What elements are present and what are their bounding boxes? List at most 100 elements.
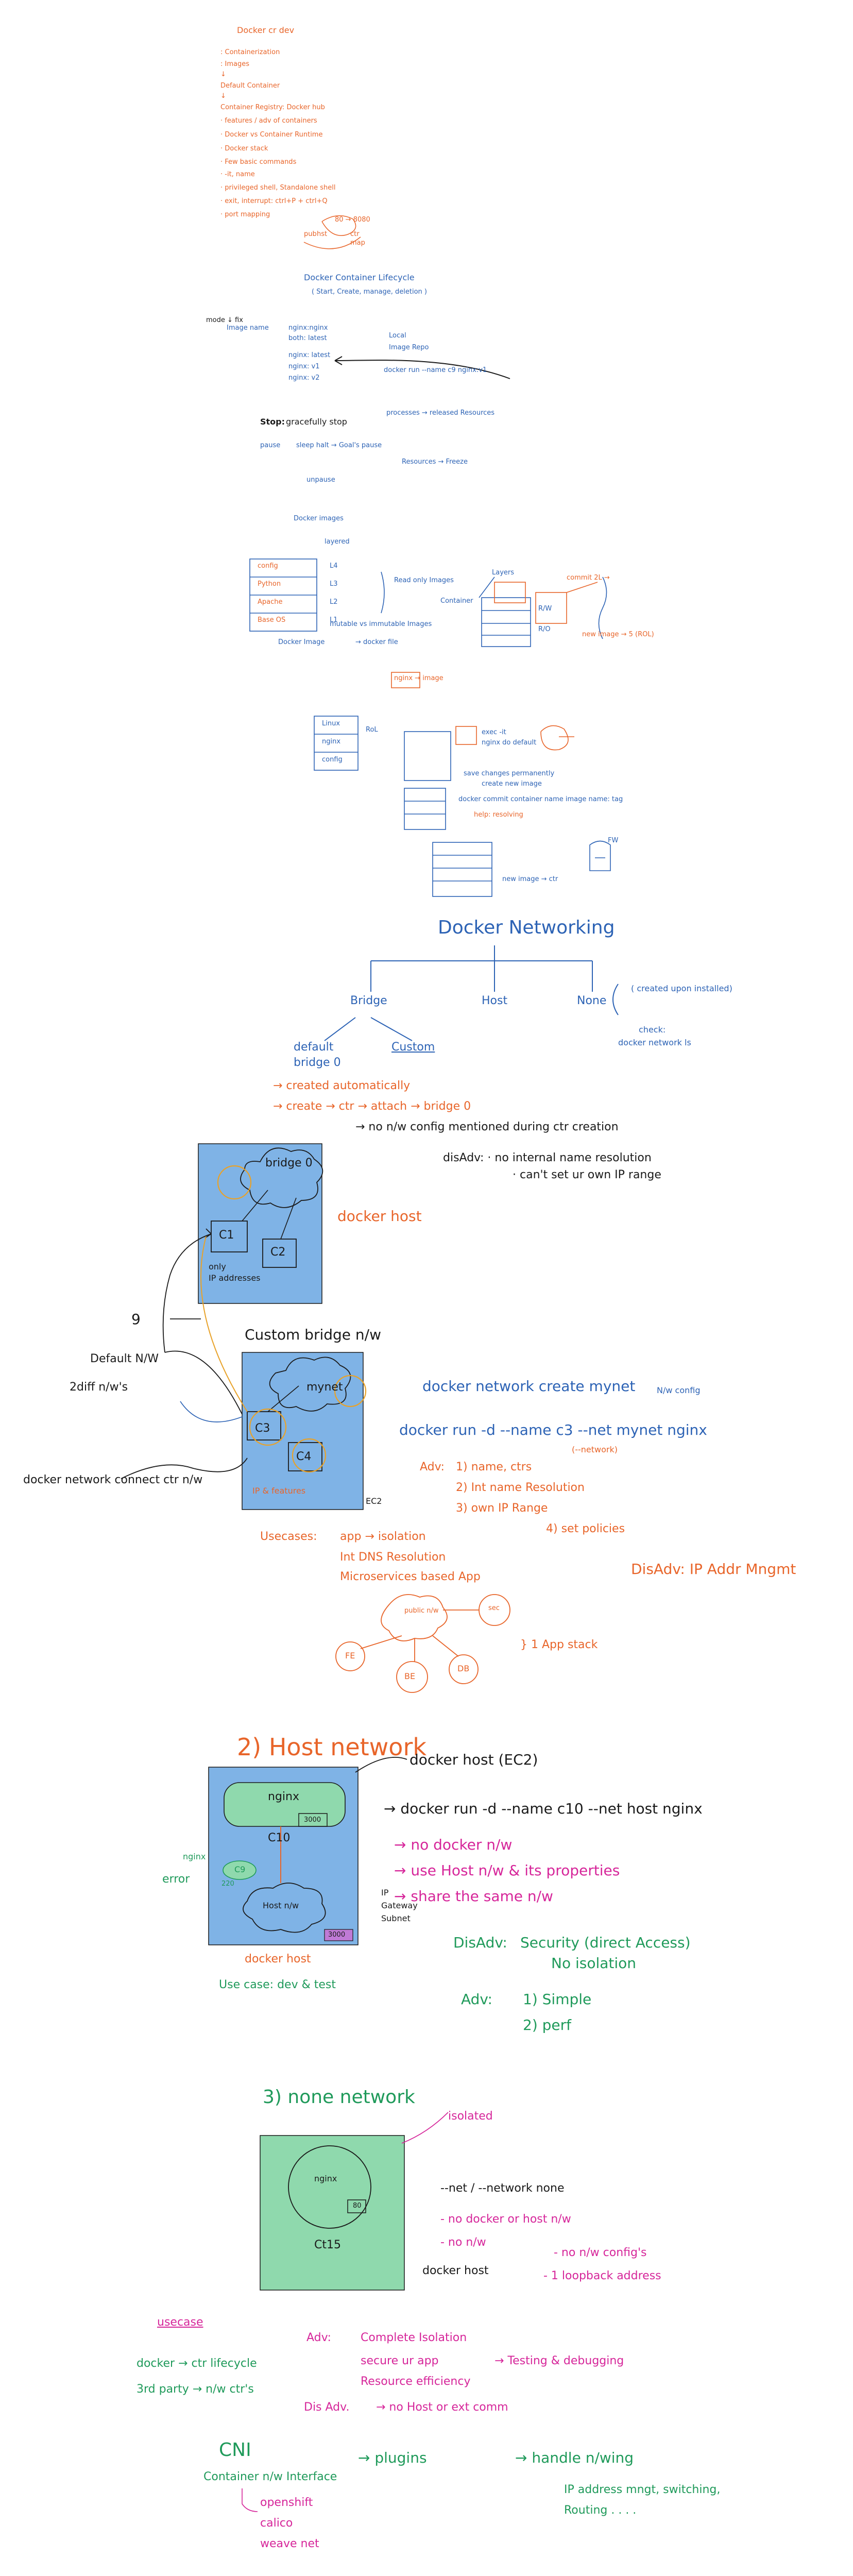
host-docker-host: docker host (EC2) bbox=[410, 1751, 538, 1768]
networking-tree bbox=[324, 945, 619, 1041]
run-net-command: docker run -d --name c3 --net mynet ngin… bbox=[399, 1421, 707, 1438]
docker-host-label: docker host bbox=[337, 1208, 422, 1225]
lifecycle-arrow bbox=[334, 356, 510, 379]
none-adv-item: Resource efficiency bbox=[361, 2375, 471, 2388]
image-tag: both: latest bbox=[288, 334, 327, 342]
none-loopback: - 1 loopback address bbox=[543, 2269, 661, 2282]
none-option: --net / --network none bbox=[440, 2182, 565, 2195]
cni-details: IP address mngt, switching, bbox=[564, 2483, 721, 2496]
list-item: ↓ bbox=[220, 71, 226, 78]
none-network-title: 3) none network bbox=[263, 2087, 415, 2108]
mapping-label: map bbox=[350, 239, 365, 247]
none-nginx: nginx bbox=[314, 2174, 337, 2183]
host-point: → use Host n/w & its properties bbox=[394, 1862, 620, 1879]
list-item: · privileged shell, Standalone shell bbox=[220, 184, 336, 192]
none-usecase-item: 3rd party → n/w ctr's bbox=[137, 2383, 254, 2396]
list-item: Container Registry: Docker hub bbox=[220, 104, 325, 111]
gracefully-label: gracefully stop bbox=[286, 417, 347, 427]
mapping-label: 80 → 8080 bbox=[335, 216, 370, 224]
mapping-label: ctr bbox=[350, 230, 360, 238]
rol-label: RoL bbox=[366, 726, 378, 734]
cni-plugins: → plugins bbox=[358, 2449, 427, 2466]
list-item: ↓ bbox=[220, 92, 226, 100]
nginx-image-label: nginx → image bbox=[394, 674, 443, 682]
read-only-label: Read only Images bbox=[394, 577, 454, 584]
port-220: 220 bbox=[221, 1880, 234, 1888]
none-arrow bbox=[401, 2112, 449, 2144]
cni-handle: → handle n/wing bbox=[515, 2449, 634, 2466]
host-adv-item: 1) Simple bbox=[523, 1991, 592, 2008]
ec2-label: EC2 bbox=[366, 1496, 382, 1506]
default-nw-label: Default N/W bbox=[90, 1352, 159, 1365]
host-run-command: → docker run -d --name c10 --net host ng… bbox=[384, 1800, 703, 1817]
host-adv-item: 2) perf bbox=[523, 2016, 572, 2033]
network-connect-arrows bbox=[121, 1228, 248, 1479]
rw-label: R/W bbox=[538, 605, 552, 613]
container-c10: C10 bbox=[268, 1832, 291, 1844]
fw-label: FW bbox=[608, 837, 619, 844]
none-network-box bbox=[260, 2135, 405, 2291]
custom-label: Custom bbox=[391, 1041, 435, 1054]
disadv-ip: DisAdv: IP Addr Mngmt bbox=[631, 1561, 796, 1578]
container-stack bbox=[314, 716, 611, 897]
host-disadv-label: DisAdv: bbox=[453, 1934, 507, 1951]
mapping-label: pub bbox=[304, 230, 317, 238]
host-nginx: nginx bbox=[268, 1790, 299, 1803]
ip-label: IP bbox=[381, 1888, 389, 1897]
image-name-label: Image name bbox=[227, 324, 269, 332]
nginx-default-label: nginx do default bbox=[482, 739, 537, 747]
bridge0-host-box bbox=[198, 1143, 323, 1304]
create-network-command: docker network create mynet bbox=[422, 1378, 636, 1395]
subnet-label: Subnet bbox=[381, 1913, 411, 1923]
lifecycle-title: Docker Container Lifecycle bbox=[304, 273, 415, 282]
mynet-label: mynet bbox=[306, 1381, 343, 1394]
none-point: - no n/w bbox=[440, 2236, 486, 2249]
none-adv-item: secure ur app bbox=[361, 2354, 439, 2367]
list-item: · features / adv of containers bbox=[220, 117, 317, 125]
exec-label: exec -it bbox=[482, 728, 506, 736]
adv-item: 2) Int name Resolution bbox=[456, 1481, 585, 1494]
networking-title: Docker Networking bbox=[438, 917, 615, 938]
one-app-stack: } 1 App stack bbox=[520, 1638, 598, 1651]
no-nw-config: → no n/w config mentioned during ctr cre… bbox=[355, 1121, 619, 1133]
cni-arrow bbox=[242, 2488, 258, 2512]
image-tag: nginx:nginx bbox=[288, 324, 328, 332]
stop-label: Stop: bbox=[260, 417, 285, 427]
container-c9: C9 bbox=[234, 1865, 246, 1874]
custom-bridge-host-box bbox=[242, 1352, 367, 1510]
layer-label: config bbox=[258, 562, 278, 570]
ip-features-label: IP & features bbox=[252, 1486, 306, 1496]
check-label: check: bbox=[639, 1025, 666, 1035]
usecases-label: Usecases: bbox=[260, 1530, 317, 1543]
image-tag: nginx: v2 bbox=[288, 374, 320, 382]
usecase-item: Microservices based App bbox=[340, 1570, 481, 1583]
bridge-disadv-2: · can't set ur own IP range bbox=[513, 1168, 661, 1181]
cni-subtitle: Container n/w Interface bbox=[203, 2470, 337, 2483]
host-arrow bbox=[355, 1757, 407, 1773]
two-diff-label: 2diff n/w's bbox=[70, 1381, 128, 1394]
bridge-disadv: disAdv: · no internal name resolution bbox=[443, 1151, 652, 1164]
resume-label: Resources → Freeze bbox=[402, 458, 468, 466]
layer-id: L3 bbox=[330, 580, 338, 588]
ip-addresses-label: IP addresses bbox=[209, 1273, 261, 1283]
error-label: error bbox=[162, 1873, 190, 1886]
container-c1: C1 bbox=[219, 1229, 234, 1242]
node-fe: FE bbox=[345, 1651, 355, 1660]
run-command: docker run --name c9 nginx:v1 bbox=[384, 366, 487, 374]
container-c2: C2 bbox=[270, 1246, 286, 1259]
sleep-label: sleep halt → Goal's pause bbox=[296, 442, 382, 449]
nginx-side-label: nginx bbox=[183, 1852, 206, 1861]
only-label: only bbox=[209, 1262, 226, 1272]
none-usecase-label: usecase bbox=[157, 2316, 203, 2329]
none-point: - no docker or host n/w bbox=[440, 2213, 571, 2226]
commit-label: commit 2L → bbox=[567, 574, 610, 582]
adv-item: 3) own IP Range bbox=[456, 1502, 548, 1515]
adv-item: 1) name, ctrs bbox=[456, 1461, 532, 1473]
host-network-box bbox=[208, 1767, 359, 1945]
nw-config-label: N/w config bbox=[657, 1385, 701, 1395]
container-ct15: Ct15 bbox=[314, 2239, 341, 2251]
port-3000: 3000 bbox=[304, 1816, 321, 1824]
mapping-label: hst bbox=[317, 230, 328, 238]
none-disadv-label: Dis Adv. bbox=[304, 2401, 350, 2414]
bridge-label: Bridge bbox=[350, 994, 387, 1007]
